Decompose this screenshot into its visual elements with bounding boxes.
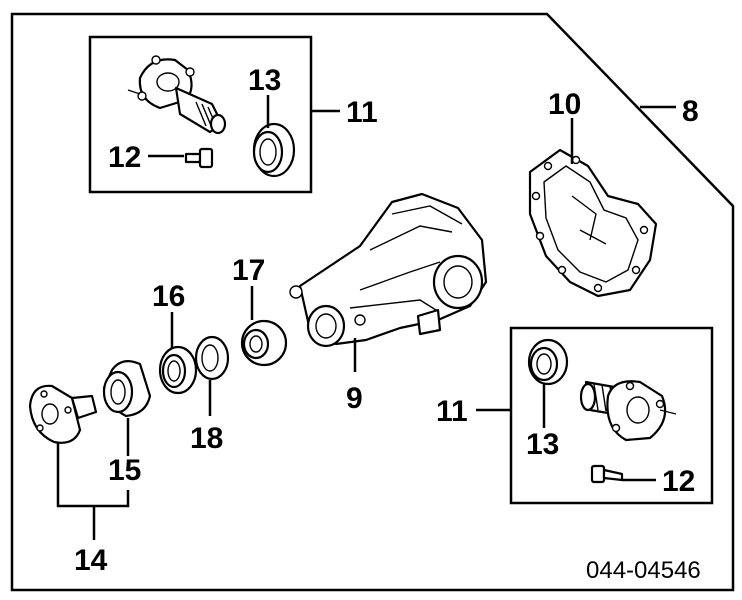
shim-18-illustration — [194, 335, 230, 381]
bolt-top-illustration — [184, 147, 214, 169]
seal-bottom-illustration — [527, 338, 569, 386]
seal-top-illustration — [252, 122, 296, 178]
carrier-cover-illustration — [528, 148, 658, 298]
callout-17: 17 — [232, 254, 265, 287]
axle-flange-top-illustration — [127, 55, 227, 135]
callout-14: 14 — [74, 544, 108, 577]
bolt-bottom-illustration — [590, 464, 624, 484]
callout-18: 18 — [190, 422, 223, 455]
drawing-code: 044-04546 — [586, 557, 701, 584]
callout-12-bottom: 12 — [662, 465, 695, 498]
diagram-frame — [10, 12, 735, 592]
differential-carrier-illustration — [289, 192, 488, 348]
callout-12-top: 12 — [108, 141, 141, 174]
leader-lines — [56, 95, 676, 540]
callout-13-top: 13 — [248, 64, 281, 97]
bearing-17-illustration — [240, 319, 288, 367]
callout-9: 9 — [346, 382, 363, 415]
callout-13-bottom: 13 — [526, 428, 559, 461]
callout-10: 10 — [548, 88, 581, 121]
axle-flange-bottom-illustration — [579, 380, 677, 442]
companion-flange-illustration — [28, 384, 98, 444]
callout-16: 16 — [152, 280, 185, 313]
seal-16-illustration — [158, 345, 198, 395]
callout-11-bottom: 11 — [436, 395, 468, 428]
inset-box-bottom — [509, 326, 714, 505]
callout-15: 15 — [108, 454, 141, 487]
callout-11-top: 11 — [346, 96, 378, 129]
seal-15-illustration — [102, 359, 152, 418]
inset-box-top — [88, 35, 313, 194]
callout-8: 8 — [682, 95, 699, 128]
